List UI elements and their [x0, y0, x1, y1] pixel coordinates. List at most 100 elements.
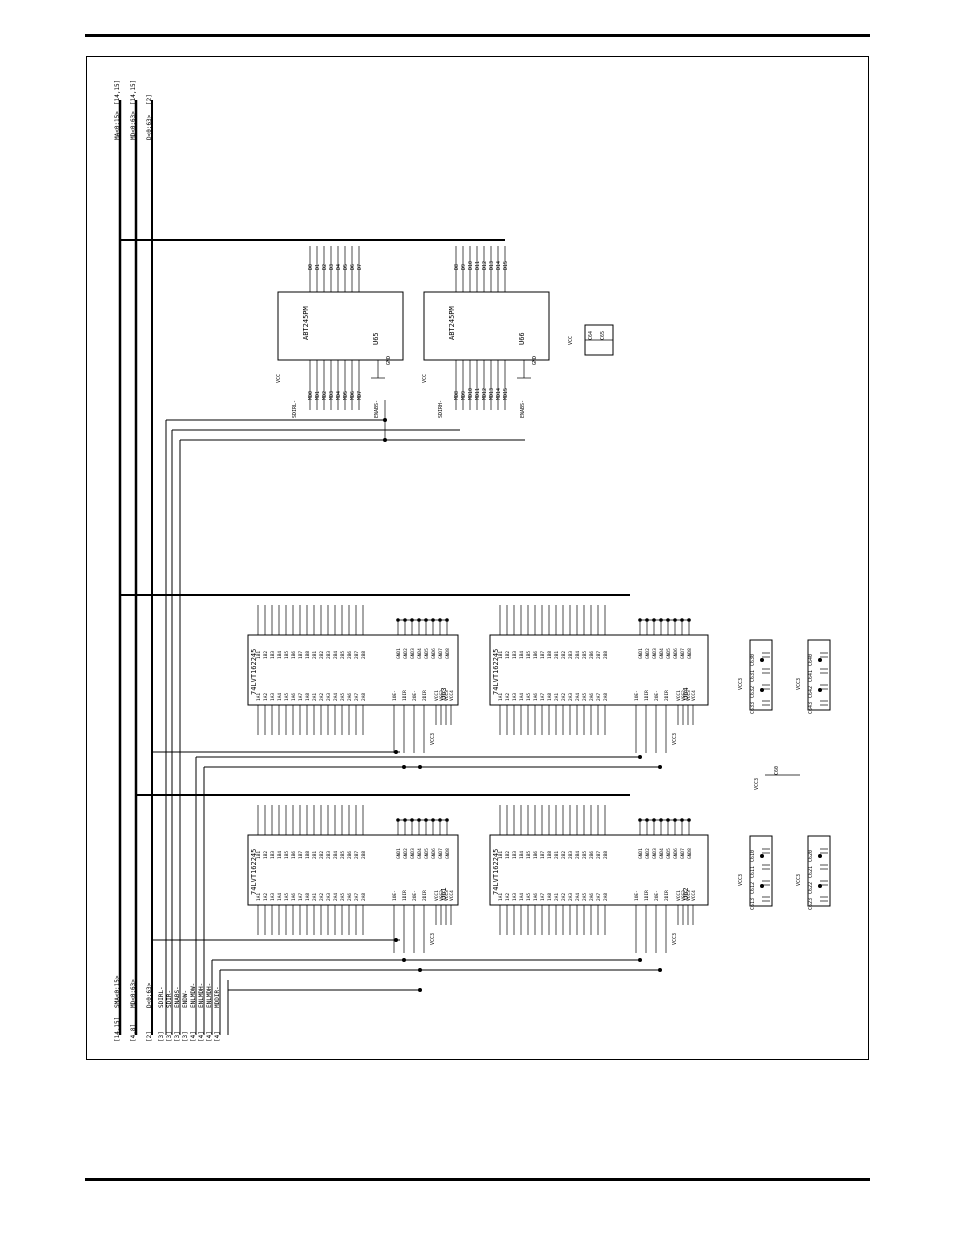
- md-pin-label: MD5: [343, 391, 349, 400]
- ic-reference: U66: [518, 332, 526, 345]
- ic-pin-b: 2B5: [582, 651, 588, 659]
- ic-reference: U63: [440, 687, 448, 700]
- capacitor-label: C612: [750, 882, 756, 894]
- data-pin-label: D0: [308, 264, 314, 270]
- data-pin-label: D7: [357, 264, 363, 270]
- ic-pin-a: 1A8: [305, 893, 311, 901]
- signal-label-bottom: ENLMDH-: [198, 983, 205, 1008]
- vcc-pin-label: VCC: [276, 374, 282, 383]
- signal-label-bottom: ENDW-: [182, 990, 189, 1008]
- gnd-pin: GND6: [673, 848, 679, 859]
- signal-ref-bottom: [3]: [182, 1031, 189, 1042]
- ic-pin-a: 1A3: [512, 893, 518, 901]
- ic-pin-b: 1B8: [305, 651, 311, 659]
- ic-pin-b: 1B6: [533, 851, 539, 859]
- md-pin-label: MD8: [454, 391, 460, 400]
- gnd-pin-label: GND: [532, 356, 538, 365]
- signal-label-bottom: SMA<0:15>: [114, 975, 121, 1008]
- ic-reference: U62: [682, 887, 690, 900]
- gnd-pin: GND6: [673, 648, 679, 659]
- gnd-pin: GND3: [652, 648, 658, 659]
- ic-pin-b: 1B6: [533, 651, 539, 659]
- ic-pin-b: 1B2: [505, 651, 511, 659]
- signal-label-bottom: ENLMDW-: [190, 983, 197, 1008]
- md-pin-label: MD6: [350, 391, 356, 400]
- ic-pin-a: 1A1: [256, 893, 262, 901]
- ic-pin-a: 1A1: [498, 693, 504, 701]
- ic-pin-b: 1B7: [298, 851, 304, 859]
- top-rule: [85, 34, 870, 37]
- ctl-pin: 2OE-: [654, 690, 660, 701]
- md-pin-label: MD11: [475, 388, 481, 400]
- ic-pin-b: 2B8: [603, 851, 609, 859]
- ic-pin-a: 2A5: [582, 893, 588, 901]
- ic-pin-b: 1B5: [284, 851, 290, 859]
- ic-pin-a: 1A6: [291, 693, 297, 701]
- ic-pin-a: 1A5: [526, 693, 532, 701]
- ic-part-number: ABT245PM: [448, 306, 456, 340]
- gnd-pin: GND2: [403, 848, 409, 859]
- ic-pin-a: 2A1: [312, 693, 318, 701]
- ctl-pin: 1DIR: [402, 690, 408, 701]
- ctl-pin: 2DIR: [422, 690, 428, 701]
- ctl-pin: 2DIR: [664, 690, 670, 701]
- ic-pin-a: 2A3: [568, 693, 574, 701]
- ic-pin-b: 1B2: [263, 851, 269, 859]
- ic-pin-b: 2B8: [361, 851, 367, 859]
- ic-pin-b: 2B2: [319, 651, 325, 659]
- data-pin-label: D14: [496, 261, 502, 270]
- ic-pin-b: 1B5: [526, 651, 532, 659]
- vcc-pin: VCC2: [681, 690, 687, 701]
- gnd-pin: GND6: [431, 848, 437, 859]
- ic-pin-b: 1B7: [298, 651, 304, 659]
- gnd-pin: GND1: [638, 648, 644, 659]
- ic-pin-a: 2A2: [561, 693, 567, 701]
- ic-pin-a: 2A7: [354, 893, 360, 901]
- ic-pin-b: 2B2: [561, 651, 567, 659]
- ic-pin-a: 2A4: [575, 693, 581, 701]
- vcc-pin: VCC2: [439, 890, 445, 901]
- md-pin-label: MD10: [468, 388, 474, 400]
- ic-pin-a: 2A3: [326, 693, 332, 701]
- ic-pin-a: 1A2: [263, 693, 269, 701]
- ic-part-number: 74LVT162245: [250, 849, 258, 895]
- ic-pin-b: 1B8: [547, 851, 553, 859]
- ic-pin-a: 2A7: [596, 693, 602, 701]
- gnd-pin: GND2: [403, 648, 409, 659]
- gnd-pin: GND8: [687, 648, 693, 659]
- ic-pin-b: 1B3: [270, 851, 276, 859]
- dir-signal-label: SDIRH-: [438, 400, 444, 418]
- vcc3-label: VCC3: [796, 678, 802, 690]
- ctl-pin: 1OE-: [634, 690, 640, 701]
- ic-pin-a: 2A3: [568, 893, 574, 901]
- data-pin-label: D12: [482, 261, 488, 270]
- ctl-pin: 2DIR: [422, 890, 428, 901]
- capacitor-label: C632: [750, 686, 756, 698]
- md-pin-label: MD14: [496, 388, 502, 400]
- ic-pin-b: 1B3: [512, 651, 518, 659]
- ctl-pin: 2OE-: [654, 890, 660, 901]
- gnd-pin: GND5: [424, 848, 430, 859]
- capacitor-label: C631: [750, 670, 756, 682]
- ic-pin-b: 1B8: [547, 651, 553, 659]
- ic-part-number: ABT245PM: [302, 306, 310, 340]
- signal-label-bottom: MDDIR-: [214, 986, 221, 1008]
- ic-pin-b: 2B2: [319, 851, 325, 859]
- ic-pin-a: 1A2: [505, 693, 511, 701]
- schematic-frame: [86, 56, 869, 1060]
- capacitor-label: C611: [750, 866, 756, 878]
- ic-pin-a: 2A4: [575, 893, 581, 901]
- signal-ref-bottom: [4,8]: [130, 1024, 137, 1042]
- vcc-label: VCC: [568, 336, 574, 345]
- data-pin-label: D6: [350, 264, 356, 270]
- md-pin-label: MD4: [336, 391, 342, 400]
- data-pin-label: D2: [322, 264, 328, 270]
- ic-pin-b: 1B2: [505, 851, 511, 859]
- ic-pin-b: 2B8: [603, 651, 609, 659]
- vcc-pin: VCC3: [444, 690, 450, 701]
- signal-ref-bottom: [2]: [146, 1031, 153, 1042]
- md-pin-label: MD1: [315, 391, 321, 400]
- gnd-pin: GND5: [424, 648, 430, 659]
- ic-pin-b: 1B1: [256, 851, 262, 859]
